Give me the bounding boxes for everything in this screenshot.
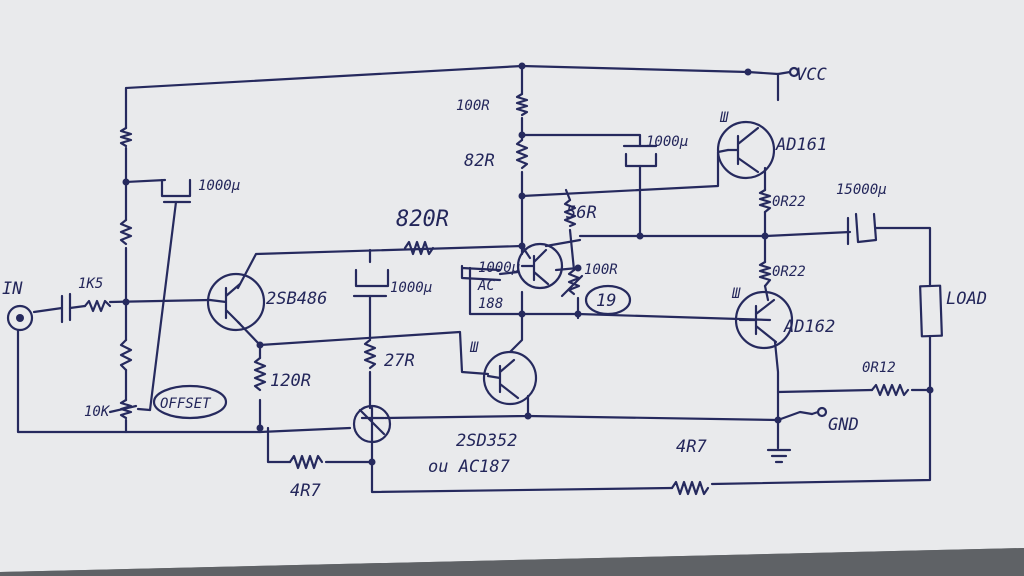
resistor-0r22-bot (758, 260, 772, 288)
resistor-56r (563, 198, 577, 228)
label-100r-trim: 100R (584, 262, 618, 278)
potentiometer-100r (560, 268, 584, 298)
terminals (6, 66, 828, 464)
label-10k: 10K (84, 404, 111, 420)
label-2sd352: 2SD352 (456, 431, 517, 451)
resistor-left-low (119, 338, 133, 372)
label-offset: OFFSET (160, 396, 212, 412)
label-56r: 56R (566, 203, 597, 223)
label-188: 188 (478, 296, 503, 312)
resistor-120r (253, 356, 267, 392)
label-ad162: AD162 (783, 317, 835, 337)
label-in: IN (2, 279, 23, 299)
label-2sb486: 2SB486 (266, 289, 327, 309)
label-ad161: AD161 (775, 135, 827, 155)
label-vcc: VCC (796, 65, 827, 85)
label-82r: 82R (464, 151, 495, 171)
label-cap-top: 1000µ (646, 134, 688, 150)
resistor-100r-top (515, 92, 529, 117)
labels: VCC GND IN LOAD OFFSET 1000µ 1K5 10K 2SB… (2, 65, 987, 501)
resistor-82r (515, 138, 529, 170)
resistor-0r22-top (758, 188, 772, 214)
label-load: LOAD (946, 289, 987, 309)
transistor-bias (352, 404, 392, 444)
label-15000u: 15000µ (836, 182, 887, 198)
resistor-820r (403, 240, 435, 256)
label-4r7-left: 4R7 (290, 481, 321, 501)
resistor-left-top (119, 126, 133, 148)
label-sh-ad162: Ш (731, 286, 741, 302)
label-trim-badge: 19 (596, 291, 616, 311)
label-ac: AC (477, 278, 495, 294)
junctions (122, 62, 934, 466)
label-sh-2sd352: Ш (469, 340, 479, 356)
wires (16, 64, 932, 494)
label-27r: 27R (384, 351, 415, 371)
transistor-2sd352 (482, 350, 538, 406)
label-1k5: 1K5 (78, 276, 103, 292)
load-resistor (919, 284, 943, 338)
label-4r7-bottom: 4R7 (676, 437, 707, 457)
resistor-0r12 (870, 383, 910, 397)
vcc-terminal (776, 70, 792, 76)
resistor-27r (363, 338, 377, 370)
label-sh-ad161: Ш (719, 110, 729, 126)
resistors (83, 92, 943, 496)
trim-badge (584, 284, 632, 316)
transistor-ad161 (716, 120, 776, 180)
capacitors (60, 144, 878, 324)
transistors (206, 120, 794, 444)
paper-shadow (0, 548, 1024, 576)
potentiometer-10k (108, 398, 152, 420)
label-cap-top-left: 1000µ (198, 178, 240, 194)
label-0r22-top: 0R22 (772, 194, 806, 210)
in-terminal (6, 304, 34, 332)
label-ac187: ou AC187 (428, 457, 511, 477)
resistor-4r7-left (288, 454, 324, 470)
label-cap-mid: 1000µ (390, 280, 432, 296)
offset-badge (152, 384, 228, 420)
label-100r-top: 100R (456, 98, 490, 114)
transistor-ad162 (734, 290, 794, 350)
label-0r12: 0R12 (862, 360, 896, 376)
label-cap-small: 1000µ (478, 260, 520, 276)
label-0r22-bot: 0R22 (772, 264, 806, 280)
ground-symbol (766, 442, 792, 464)
resistor-1k5 (83, 299, 112, 313)
resistor-4r7-bottom (670, 480, 710, 496)
transistor-2sb486 (206, 272, 266, 332)
label-820r: 820R (396, 207, 449, 232)
resistor-left-mid (119, 218, 133, 246)
label-120r: 120R (270, 371, 311, 391)
label-gnd: GND (828, 415, 859, 435)
transistor-ac188 (516, 242, 564, 290)
